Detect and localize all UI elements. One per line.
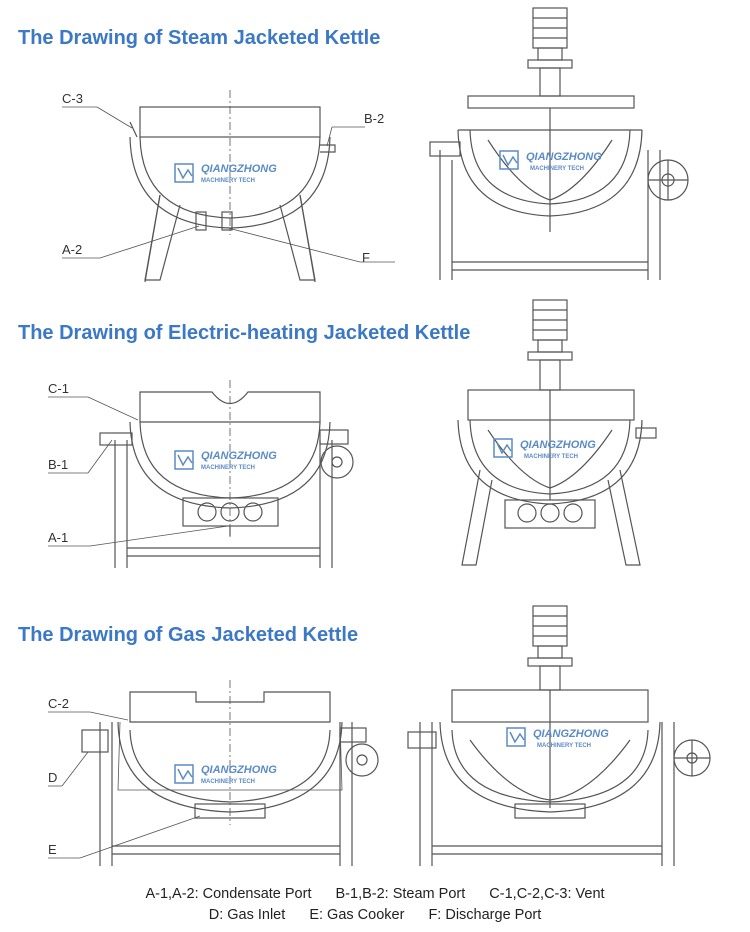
watermark-logo-5 — [174, 764, 194, 784]
legend-line-2: D: Gas Inlet E: Gas Cooker F: Discharge … — [0, 907, 750, 923]
legend-gas-cooker: E: Gas Cooker — [309, 907, 405, 923]
watermark-brand-1: QIANGZHONG — [201, 163, 277, 175]
legend-line-1: A-1,A-2: Condensate Port B-1,B-2: Steam … — [0, 886, 750, 902]
section-title-electric: The Drawing of Electric-heating Jacketed… — [18, 322, 471, 344]
watermark-sub-4: MACHINERY TECH — [524, 454, 578, 460]
watermark-brand-3: QIANGZHONG — [201, 450, 277, 462]
legend-vent: C-1,C-2,C-3: Vent — [489, 886, 605, 902]
legend-gas-inlet: D: Gas Inlet — [208, 907, 286, 923]
section-title-gas: The Drawing of Gas Jacketed Kettle — [18, 624, 359, 646]
legend-condensate-port: A-1,A-2: Condensate Port — [145, 886, 312, 902]
gas-callouts — [48, 711, 201, 859]
legend-discharge-port: F: Discharge Port — [428, 907, 542, 923]
watermark-logo-3 — [174, 450, 194, 470]
watermark-brand-5: QIANGZHONG — [201, 764, 277, 776]
watermark-sub-3: MACHINERY TECH — [201, 465, 255, 471]
callout-a1: A-1 — [48, 530, 68, 545]
steam-kettle-mixer — [429, 7, 689, 280]
steam-kettle-plain — [129, 90, 336, 283]
section-title-steam: The Drawing of Steam Jacketed Kettle — [18, 27, 381, 49]
callout-c2: C-2 — [48, 696, 69, 711]
watermark-brand-4: QIANGZHONG — [520, 439, 596, 451]
electric-callouts — [48, 396, 229, 547]
callout-a2: A-2 — [62, 242, 82, 257]
watermark-sub-5: MACHINERY TECH — [201, 779, 255, 785]
electric-kettle-plain — [99, 380, 354, 568]
watermark-sub-2: MACHINERY TECH — [530, 166, 584, 172]
gas-kettle-plain — [81, 680, 379, 866]
watermark-logo-2 — [499, 150, 519, 170]
watermark-logo-4 — [493, 438, 513, 458]
callout-c3: C-3 — [62, 91, 83, 106]
callout-e: E — [48, 842, 57, 857]
kettle-drawings: C-3 B-2 A-2 F — [48, 7, 711, 866]
gas-kettle-mixer — [407, 605, 711, 866]
callout-d: D — [48, 770, 57, 785]
steam-callouts — [62, 106, 395, 263]
watermark-brand-6: QIANGZHONG — [533, 728, 609, 740]
electric-kettle-mixer — [457, 299, 657, 566]
callout-b1: B-1 — [48, 457, 68, 472]
watermark-sub-1: MACHINERY TECH — [201, 178, 255, 184]
watermark-sub-6: MACHINERY TECH — [537, 743, 591, 749]
callout-c1: C-1 — [48, 381, 69, 396]
legend-steam-port: B-1,B-2: Steam Port — [335, 886, 466, 902]
callout-f: F — [362, 250, 370, 265]
watermark-logo-6 — [506, 727, 526, 747]
watermark-brand-2: QIANGZHONG — [526, 151, 602, 163]
callout-b2: B-2 — [364, 111, 384, 126]
watermark-logo-1 — [174, 163, 194, 183]
